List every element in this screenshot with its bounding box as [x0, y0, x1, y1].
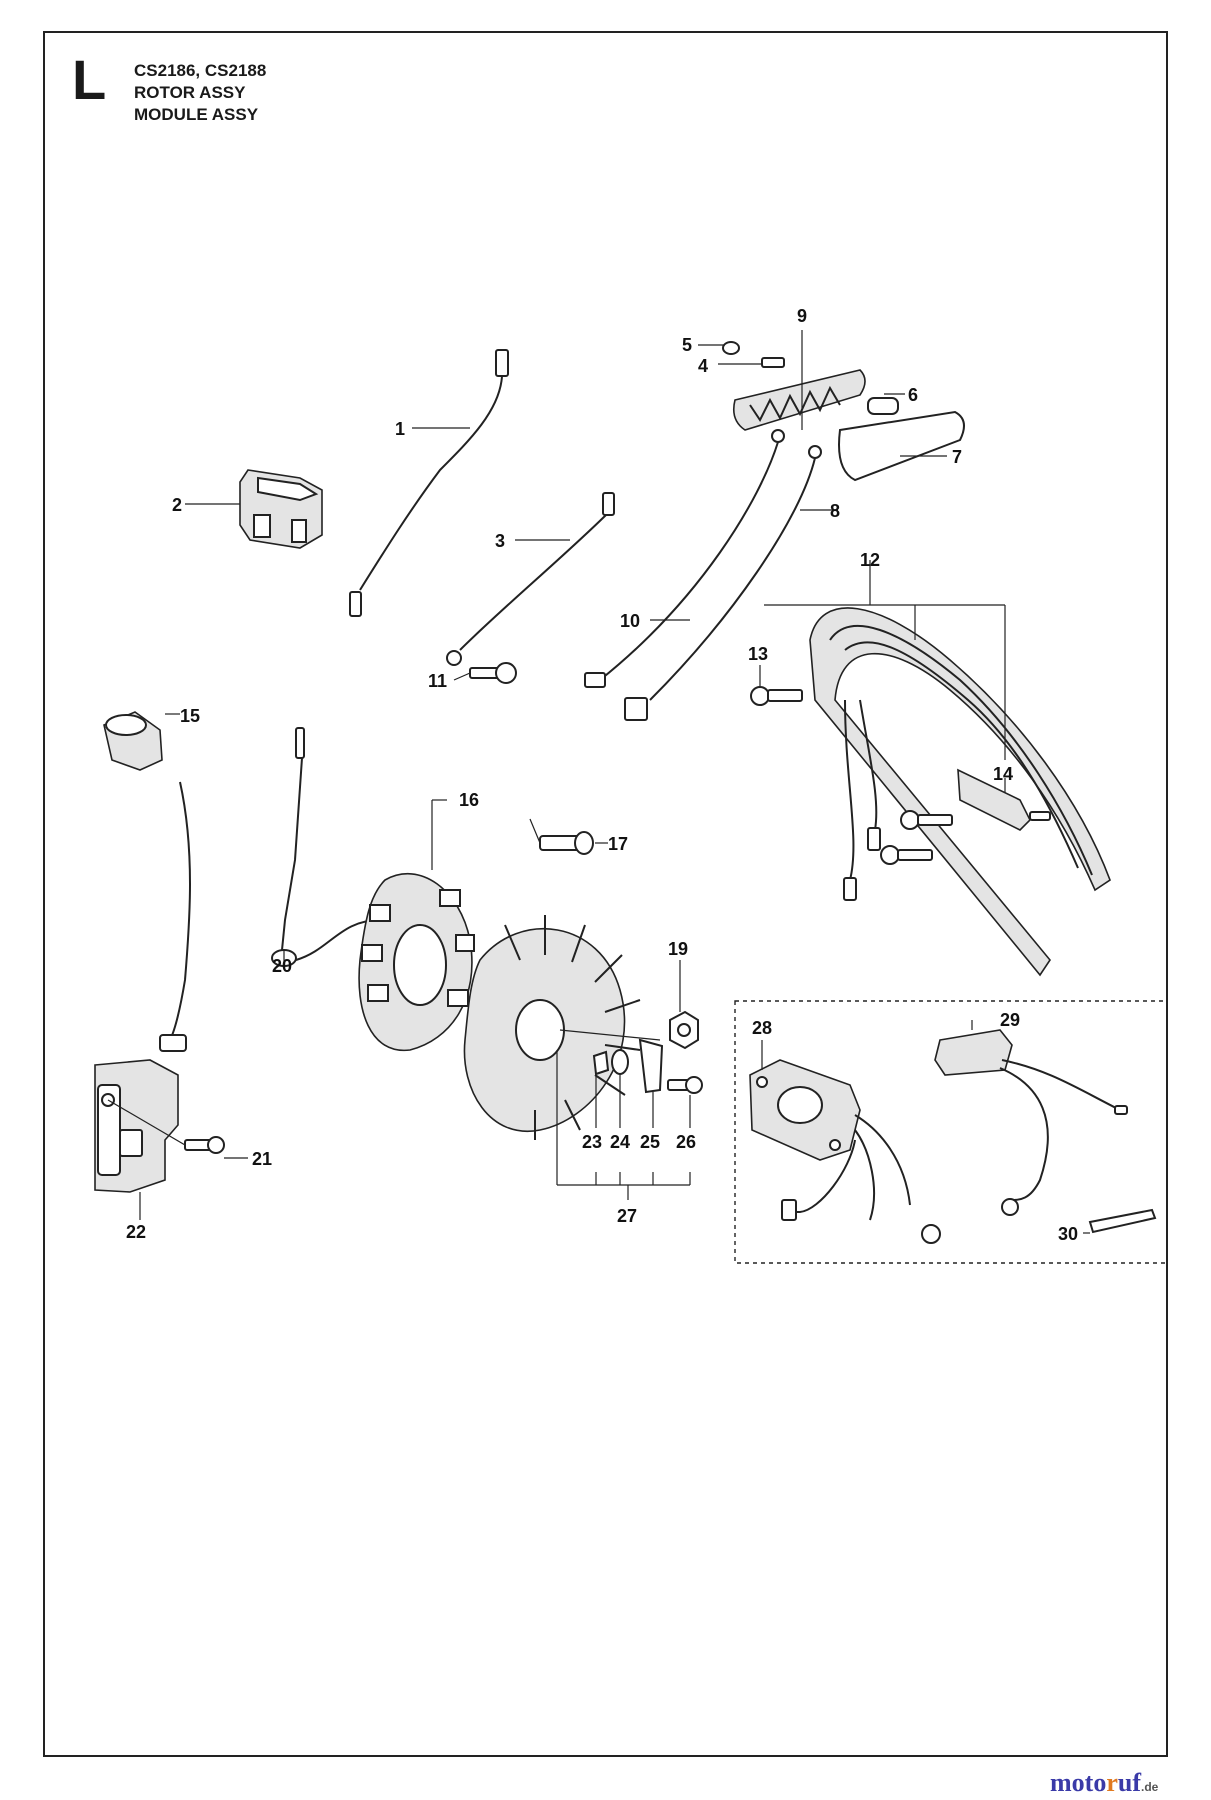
part-17-screw — [539, 831, 594, 855]
part-10-wire — [584, 429, 785, 688]
callout-3: 3 — [495, 531, 505, 551]
part-4-screw — [761, 357, 785, 368]
optional-parts-box — [734, 1000, 1168, 1264]
callout-29: 29 — [1000, 1010, 1020, 1030]
callout-30: 30 — [1058, 1224, 1078, 1244]
callout-14: 14 — [993, 764, 1013, 784]
part-22-ignition-module — [94, 781, 191, 1193]
callout-12: 12 — [860, 550, 880, 570]
callout-26: 26 — [676, 1132, 696, 1152]
part-7-plate — [838, 410, 965, 482]
part-29-sensor — [934, 1029, 1128, 1216]
watermark-brand-pre: moto — [1050, 1768, 1107, 1797]
callout-7: 7 — [952, 447, 962, 467]
part-21-screw — [184, 1136, 225, 1154]
callout-25: 25 — [640, 1132, 660, 1152]
part-26-screw — [667, 1076, 703, 1094]
part-11-screw — [469, 662, 517, 684]
callout-15: 15 — [180, 706, 200, 726]
part-23-key — [592, 1050, 610, 1076]
part-15-spark-boot — [103, 711, 163, 771]
part-14-spring — [880, 768, 1051, 865]
watermark-brand-post: uf — [1117, 1768, 1141, 1797]
callout-20: 20 — [272, 956, 292, 976]
flywheel — [463, 915, 641, 1140]
callout-27: 27 — [617, 1206, 637, 1226]
callout-1: 1 — [395, 419, 405, 439]
callout-22: 22 — [126, 1222, 146, 1242]
callout-8: 8 — [830, 501, 840, 521]
part-1-wire — [349, 349, 509, 617]
part-12-handle — [809, 607, 1111, 977]
part-19-nut — [669, 1010, 699, 1050]
part-2-switch — [239, 469, 323, 549]
part-6-spacer — [867, 397, 899, 415]
callout-23: 23 — [582, 1132, 602, 1152]
callout-17: 17 — [608, 834, 628, 854]
callout-4: 4 — [698, 356, 708, 376]
section-letter: L — [72, 48, 107, 111]
part-8-wire — [624, 445, 822, 721]
part-16-stator — [358, 873, 475, 1052]
diagram-frame — [43, 31, 1168, 1757]
callout-21: 21 — [252, 1149, 272, 1169]
callout-labels: 1 2 3 4 5 6 7 8 9 10 11 12 13 14 15 16 1… — [126, 306, 1078, 1244]
callout-16: 16 — [459, 790, 479, 810]
callout-6: 6 — [908, 385, 918, 405]
watermark-tld: .de — [1141, 1780, 1159, 1794]
callout-5: 5 — [682, 335, 692, 355]
watermark-brand-f: r — [1106, 1768, 1118, 1797]
callout-2: 2 — [172, 495, 182, 515]
callout-9: 9 — [797, 306, 807, 326]
callout-13: 13 — [748, 644, 768, 664]
callout-10: 10 — [620, 611, 640, 631]
part-5-washer — [722, 341, 740, 355]
part-3-wire — [446, 492, 615, 666]
callout-19: 19 — [668, 939, 688, 959]
part-25-pawl — [638, 1038, 664, 1094]
callout-11: 11 — [428, 671, 447, 691]
model-numbers: CS2186, CS2188 — [134, 61, 267, 80]
part-24-washer — [611, 1049, 629, 1075]
title-module-assy: MODULE ASSY — [134, 105, 259, 124]
part-30-clip — [1088, 1208, 1157, 1234]
part-9-bracket — [732, 369, 866, 431]
watermark-logo: motoruf.de — [1050, 1768, 1158, 1798]
callout-28: 28 — [752, 1018, 772, 1038]
title-rotor-assy: ROTOR ASSY — [134, 83, 246, 102]
part-13-screw — [750, 686, 803, 706]
callout-24: 24 — [610, 1132, 630, 1152]
part-28-sensor — [749, 1059, 941, 1244]
